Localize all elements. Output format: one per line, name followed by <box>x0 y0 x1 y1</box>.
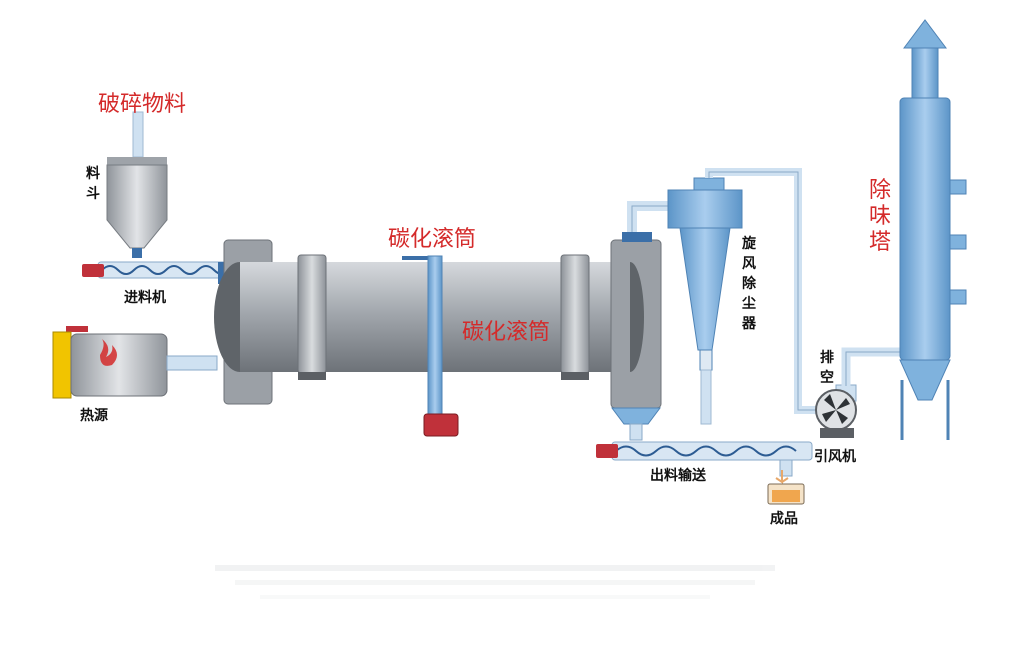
fan-icon <box>822 394 850 424</box>
label-heat-source: 热源 <box>80 408 108 424</box>
duct-cyclone-to-fan <box>705 168 816 414</box>
label-fan: 引风机 <box>814 449 856 465</box>
feeder-motor <box>82 264 104 277</box>
induced-draft-fan <box>815 384 857 438</box>
inlet-pipe <box>132 111 144 158</box>
label-deodor-tower: 除味塔 <box>868 178 891 255</box>
label-hopper: 料斗 <box>86 166 100 202</box>
flame-icon <box>100 339 117 366</box>
discharge-conveyor <box>596 423 813 477</box>
cyclone-separator <box>667 177 743 425</box>
conveyor-motor <box>596 444 618 458</box>
screw-feeder <box>82 261 231 284</box>
label-discharge: 出料输送 <box>650 468 706 484</box>
deodorization-tower <box>899 19 967 440</box>
label-drum-body: 碳化滚筒 <box>462 320 551 345</box>
blue-vertical-pipe <box>402 255 459 437</box>
label-drum-top: 碳化滚筒 <box>388 227 477 252</box>
reflection <box>215 565 775 599</box>
hopper <box>106 157 168 258</box>
product-container <box>767 470 805 505</box>
label-crushed-material: 破碎物料 <box>98 92 187 117</box>
drum-motor <box>423 413 459 437</box>
duct-fan-to-tower <box>841 347 900 386</box>
label-cyclone: 旋风除尘器 <box>742 236 756 332</box>
label-feeder: 进料机 <box>124 290 166 306</box>
label-exhaust: 排空 <box>820 350 834 386</box>
duct-drum-to-cyclone <box>627 201 668 232</box>
label-product: 成品 <box>770 511 798 527</box>
heat-source <box>52 326 218 399</box>
